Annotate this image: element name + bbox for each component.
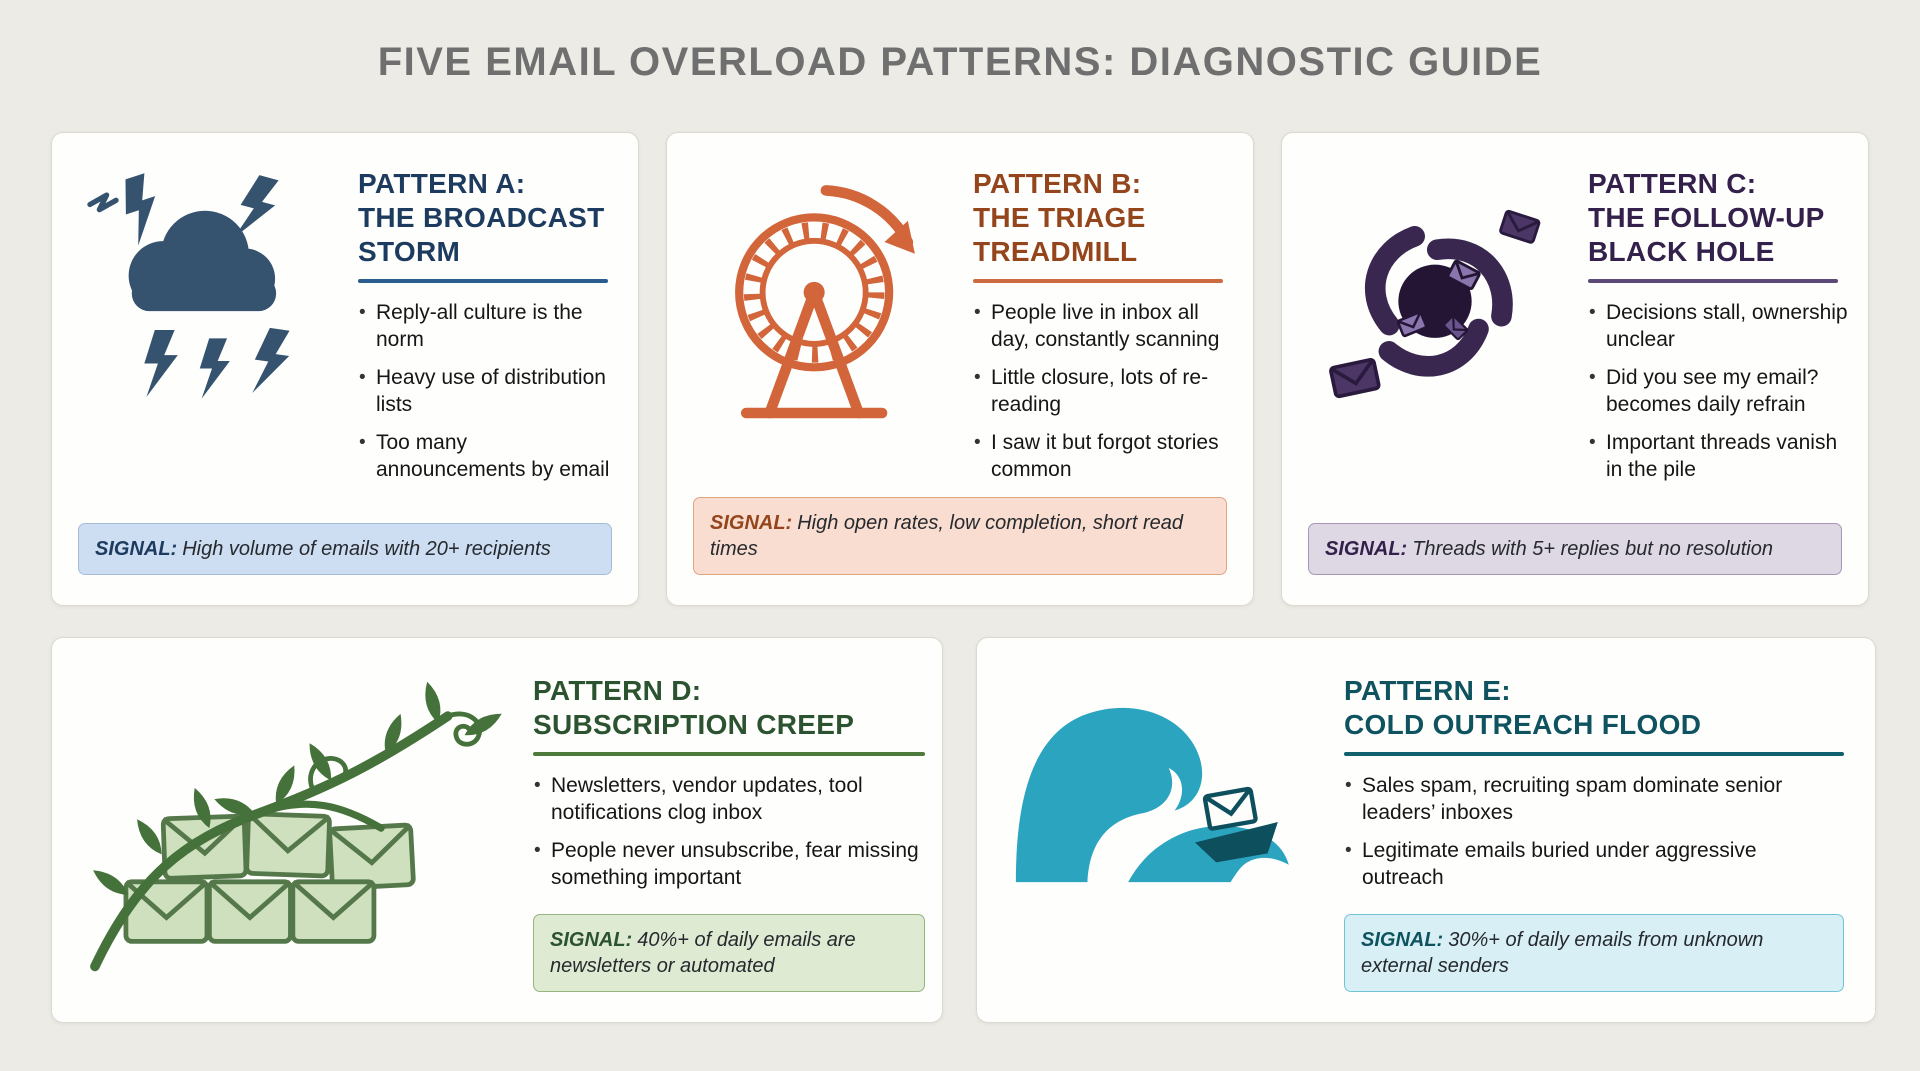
card-title: PATTERN C: THE FOLLOW-UP BLACK HOLE [1588, 168, 1825, 267]
card-content: PATTERN D: SUBSCRIPTION CREEP Newsletter… [533, 674, 925, 902]
bullet-item: People live in inbox all day, constantly… [973, 299, 1233, 353]
bullet-item: Legitimate emails buried under aggressiv… [1344, 837, 1844, 891]
title-underline [533, 752, 925, 756]
bullet-list: Newsletters, vendor updates, tool notifi… [533, 772, 925, 891]
bullet-item: Important threads vanish in the pile [1588, 429, 1848, 483]
signal-label: SIGNAL: [550, 929, 633, 951]
signal-box: SIGNAL:30%+ of daily emails from unknown… [1344, 914, 1844, 992]
bullet-item: Newsletters, vendor updates, tool notifi… [533, 772, 925, 826]
bullet-item: Decisions stall, ownership unclear [1588, 299, 1848, 353]
card-title: PATTERN B: THE TRIAGE TREADMILL [973, 168, 1146, 267]
bullet-list: Decisions stall, ownership unclear Did y… [1588, 299, 1848, 483]
bullet-item: Heavy use of distribution lists [358, 364, 618, 418]
signal-box: SIGNAL:High open rates, low completion, … [693, 497, 1227, 575]
signal-text: 30%+ of daily emails from unknown extern… [1361, 929, 1764, 977]
top-row: PATTERN A: THE BROADCAST STORM Reply-all… [51, 132, 1869, 606]
card-title: PATTERN D: SUBSCRIPTION CREEP [533, 675, 855, 740]
signal-label: SIGNAL: [95, 538, 178, 560]
pattern-d-card: PATTERN D: SUBSCRIPTION CREEP Newsletter… [51, 637, 943, 1023]
pattern-e-card: PATTERN E: COLD OUTREACH FLOOD Sales spa… [976, 637, 1876, 1023]
pattern-a-card: PATTERN A: THE BROADCAST STORM Reply-all… [51, 132, 639, 606]
bullet-item: Little closure, lots of re-reading [973, 364, 1233, 418]
title-underline [358, 279, 608, 283]
bullet-item: Reply-all culture is the norm [358, 299, 618, 353]
card-title: PATTERN A: THE BROADCAST STORM [358, 168, 605, 267]
signal-box: SIGNAL:High volume of emails with 20+ re… [78, 523, 612, 575]
bullet-item: I saw it but forgot stories common [973, 429, 1233, 483]
bullet-item: Did you see my email? becomes daily refr… [1588, 364, 1848, 418]
signal-label: SIGNAL: [1361, 929, 1444, 951]
bottom-row: PATTERN D: SUBSCRIPTION CREEP Newsletter… [51, 637, 1876, 1023]
signal-text: 40%+ of daily emails are newsletters or … [550, 929, 856, 977]
signal-label: SIGNAL: [1325, 538, 1408, 560]
signal-text: High open rates, low completion, short r… [710, 512, 1183, 560]
vine-envelopes-icon [77, 660, 522, 982]
signal-box: SIGNAL:40%+ of daily emails are newslett… [533, 914, 925, 992]
bullet-item: People never unsubscribe, fear missing s… [533, 837, 925, 891]
pattern-b-card: PATTERN B: THE TRIAGE TREADMILL People l… [666, 132, 1254, 606]
black-hole-icon [1292, 151, 1577, 463]
title-underline [1344, 752, 1844, 756]
title-underline [973, 279, 1223, 283]
card-content: PATTERN E: COLD OUTREACH FLOOD Sales spa… [1344, 674, 1844, 902]
signal-text: Threads with 5+ replies but no resolutio… [1412, 538, 1773, 560]
hamster-wheel-icon [677, 151, 962, 463]
pattern-c-card: PATTERN C: THE FOLLOW-UP BLACK HOLE Deci… [1281, 132, 1869, 606]
wave-boat-icon [1007, 670, 1317, 892]
title-underline [1588, 279, 1838, 283]
bullet-list: Reply-all culture is the norm Heavy use … [358, 299, 618, 483]
storm-cloud-lightning-icon [62, 151, 347, 463]
bullet-item: Sales spam, recruiting spam dominate sen… [1344, 772, 1844, 826]
signal-text: High volume of emails with 20+ recipient… [182, 538, 551, 560]
page-title: FIVE EMAIL OVERLOAD PATTERNS: DIAGNOSTIC… [377, 40, 1543, 84]
bullet-list: People live in inbox all day, constantly… [973, 299, 1233, 483]
card-content: PATTERN A: THE BROADCAST STORM Reply-all… [358, 167, 618, 494]
card-content: PATTERN B: THE TRIAGE TREADMILL People l… [973, 167, 1233, 494]
bullet-list: Sales spam, recruiting spam dominate sen… [1344, 772, 1844, 891]
signal-label: SIGNAL: [710, 512, 793, 534]
card-content: PATTERN C: THE FOLLOW-UP BLACK HOLE Deci… [1588, 167, 1848, 494]
signal-box: SIGNAL:Threads with 5+ replies but no re… [1308, 523, 1842, 575]
card-title: PATTERN E: COLD OUTREACH FLOOD [1344, 675, 1702, 740]
bullet-item: Too many announcements by email [358, 429, 618, 483]
